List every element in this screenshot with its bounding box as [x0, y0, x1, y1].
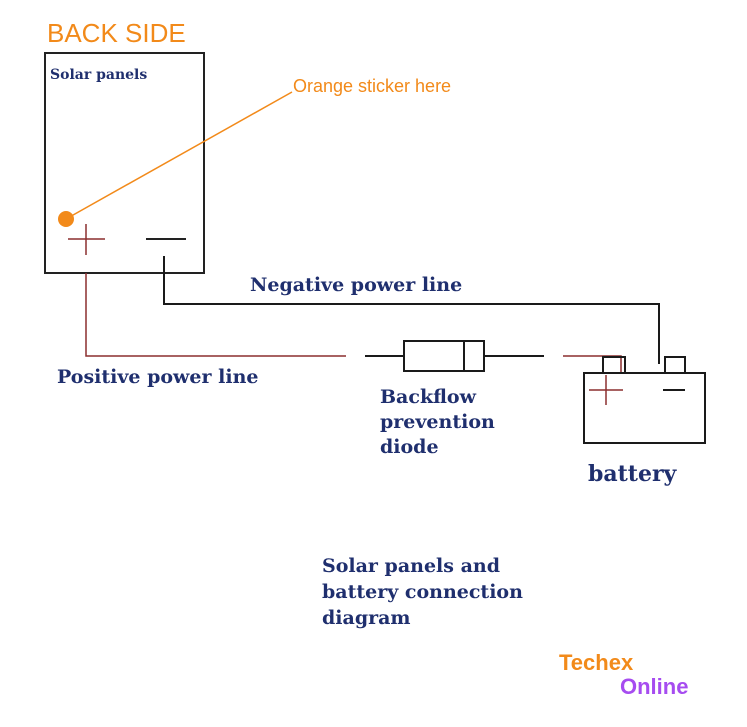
panel-positive-terminal: [68, 224, 105, 255]
diode-label-line1: Backflow: [380, 386, 477, 408]
watermark-techex: Techex: [559, 650, 634, 675]
diode-label-line3: diode: [380, 436, 439, 458]
sticker-pointer-line: [65, 91, 293, 220]
positive-power-line-label: Positive power line: [57, 366, 258, 388]
backflow-diode: [403, 340, 485, 372]
solar-panel-label: Solar panels: [50, 67, 147, 83]
battery-label: battery: [588, 461, 678, 487]
caption-line1: Solar panels and: [322, 555, 500, 577]
solar-panel-box: [44, 52, 205, 274]
watermark-online: Online: [620, 674, 688, 699]
caption-line3: diagram: [322, 607, 411, 629]
positive-power-line: [85, 273, 346, 357]
diode-label-line2: prevention: [380, 411, 495, 433]
negative-power-line-label: Negative power line: [250, 274, 462, 296]
battery-symbol: [583, 356, 706, 444]
negative-power-line: [163, 256, 660, 364]
caption-line2: battery connection: [322, 581, 523, 603]
sticker-label: Orange sticker here: [293, 76, 451, 96]
back-side-title: BACK SIDE: [47, 18, 186, 48]
battery-positive-wire: [563, 355, 622, 372]
